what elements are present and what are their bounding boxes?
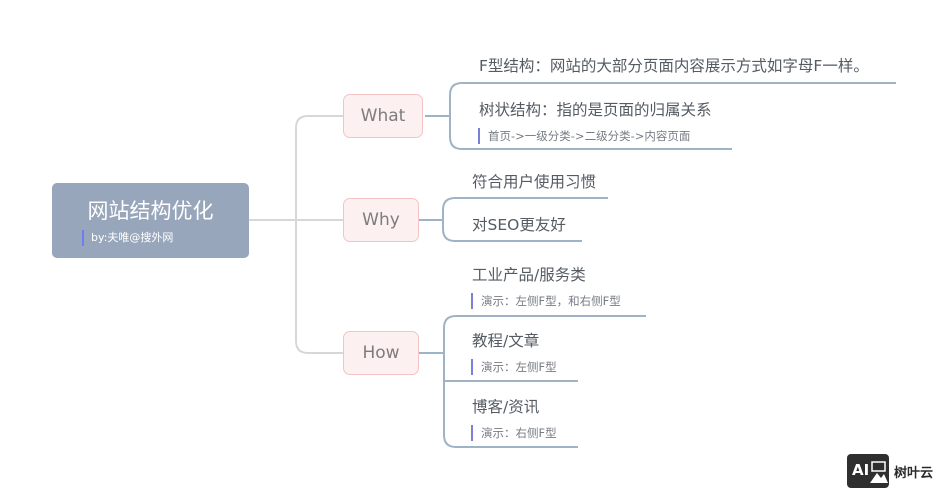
watermark-logo-icon: AI xyxy=(847,454,889,488)
leaf-tutorial-article[interactable]: 教程/文章 xyxy=(472,332,540,350)
watermark-text: 树叶云 xyxy=(894,466,934,481)
connector-why-children xyxy=(419,197,608,242)
root-topic-note: by:夫唯@搜外网 xyxy=(82,230,173,246)
connector-root-to-branches xyxy=(249,115,343,354)
leaf-blog-news-note: 演示：右侧F型 xyxy=(471,425,557,441)
leaf-blog-news[interactable]: 博客/资讯 xyxy=(472,398,540,416)
connector-how-children xyxy=(419,315,646,448)
leaf-seo-friendly[interactable]: 对SEO更友好 xyxy=(472,216,566,234)
root-topic[interactable]: 网站结构优化 by:夫唯@搜外网 xyxy=(52,183,249,258)
leaf-industrial-products-note: 演示：左侧F型，和右侧F型 xyxy=(471,293,621,309)
branch-why[interactable]: Why xyxy=(343,198,419,242)
root-topic-title: 网站结构优化 xyxy=(87,199,214,223)
leaf-user-habit[interactable]: 符合用户使用习惯 xyxy=(472,173,597,191)
branch-how[interactable]: How xyxy=(343,331,419,375)
watermark-logo-badge: AI xyxy=(852,461,869,479)
leaf-tutorial-article-note: 演示：左侧F型 xyxy=(471,359,557,375)
leaf-tree-structure[interactable]: 树状结构：指的是页面的归属关系 xyxy=(479,101,712,119)
leaf-f-structure[interactable]: F型结构：网站的大部分页面内容展示方式如字母F一样。 xyxy=(479,57,869,75)
branch-what[interactable]: What xyxy=(343,94,423,138)
leaf-tree-structure-note: 首页->一级分类->二级分类->内容页面 xyxy=(478,128,690,144)
leaf-industrial-products[interactable]: 工业产品/服务类 xyxy=(472,266,586,284)
connector-what-children xyxy=(425,82,896,150)
